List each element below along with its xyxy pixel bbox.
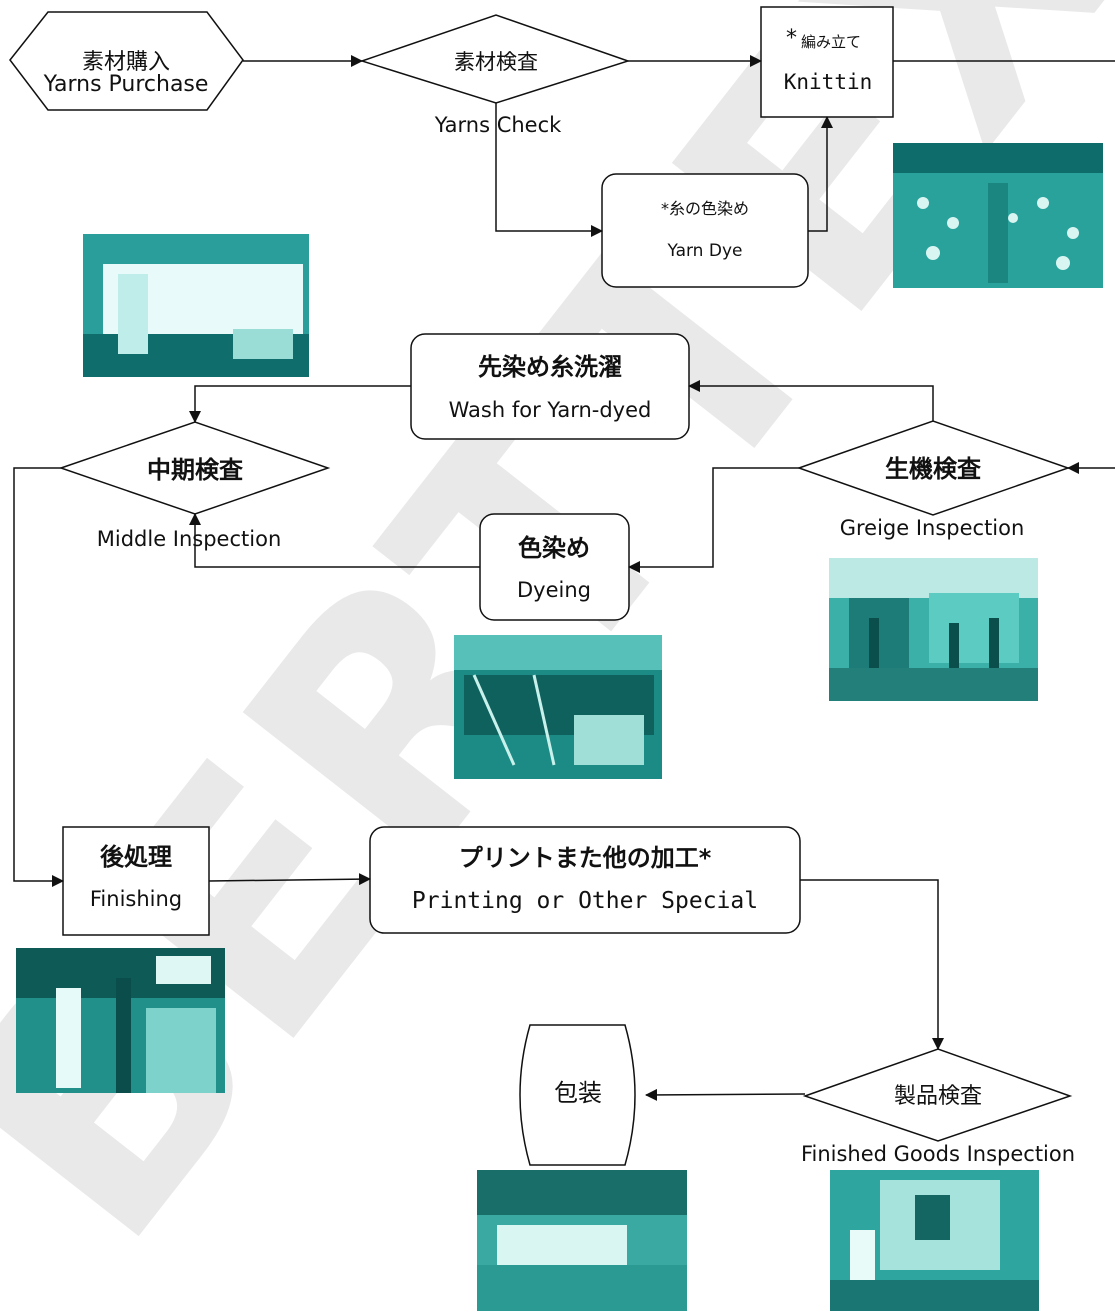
finished-inspection-en: Finished Goods Inspection — [800, 1142, 1076, 1166]
dyeing-en: Dyeing — [517, 578, 591, 602]
yarns-purchase-hexagon — [9, 11, 244, 111]
connector-greige-wash — [688, 380, 934, 421]
inspection-machine-photo — [83, 234, 309, 377]
connector-finishing-printing — [208, 873, 371, 886]
dyeing-ja: 色染め — [518, 534, 590, 562]
printing-en: Printing or Other Special — [411, 888, 759, 914]
knitting-star: * — [786, 26, 797, 51]
finishing-ja: 後処理 — [100, 843, 172, 871]
connector-middle-finishing — [13, 467, 64, 887]
yarns-check-en: Yarns Check — [434, 113, 562, 137]
greige-inspection-ja: 生機検査 — [885, 455, 981, 483]
dyeing-machine-photo — [454, 635, 662, 779]
packing-ja: 包装 — [554, 1079, 602, 1107]
connector-check-yarndye — [495, 103, 603, 237]
yarns-purchase-ja: 素材購入 — [81, 50, 171, 75]
finishing-en: Finishing — [89, 887, 183, 911]
middle-inspection-en: Middle Inspection — [96, 527, 282, 551]
knitting-box — [760, 6, 894, 118]
printing-box — [369, 826, 801, 934]
connector-knitting-greige — [893, 60, 1115, 474]
packing-terminal — [519, 1024, 636, 1166]
knitting-en: Knittin — [783, 70, 873, 94]
packing-photo — [477, 1170, 687, 1311]
finished-inspection-ja: 製品検査 — [893, 1084, 983, 1109]
connector-finished-packing — [645, 1088, 806, 1101]
finishing-photo — [16, 948, 225, 1093]
connector-greige-dyeing — [628, 467, 799, 573]
yarns-check-ja: 素材検査 — [454, 50, 538, 74]
knitting-ja: 編み立て — [801, 33, 862, 51]
final-inspection-photo — [830, 1170, 1039, 1311]
middle-inspection-diamond — [58, 421, 331, 515]
printing-ja: プリントまた他の加工* — [458, 844, 712, 872]
greige-inspection-en: Greige Inspection — [839, 516, 1025, 540]
middle-inspection-ja: 中期検査 — [147, 456, 243, 484]
yarn-dye-box — [601, 173, 809, 288]
connector-wash-middle — [189, 385, 411, 423]
wash-ja: 先染め糸洗濯 — [478, 353, 622, 381]
greige-inspection-photo — [829, 558, 1038, 701]
connector-printing-finished — [800, 879, 944, 1050]
yarns-purchase-en: Yarns Purchase — [43, 72, 209, 97]
dyeing-box — [479, 513, 630, 621]
knitting-floor-photo — [893, 143, 1103, 288]
yarn-dye-ja: *糸の色染め — [660, 199, 750, 218]
connector-dyeing-middle — [189, 513, 480, 568]
yarn-dye-en: Yarn Dye — [667, 241, 743, 261]
connector-yarndye-knitting — [808, 116, 833, 232]
wash-en: Wash for Yarn-dyed — [448, 398, 652, 422]
wash-box — [410, 333, 690, 440]
finished-inspection-diamond — [802, 1048, 1073, 1142]
